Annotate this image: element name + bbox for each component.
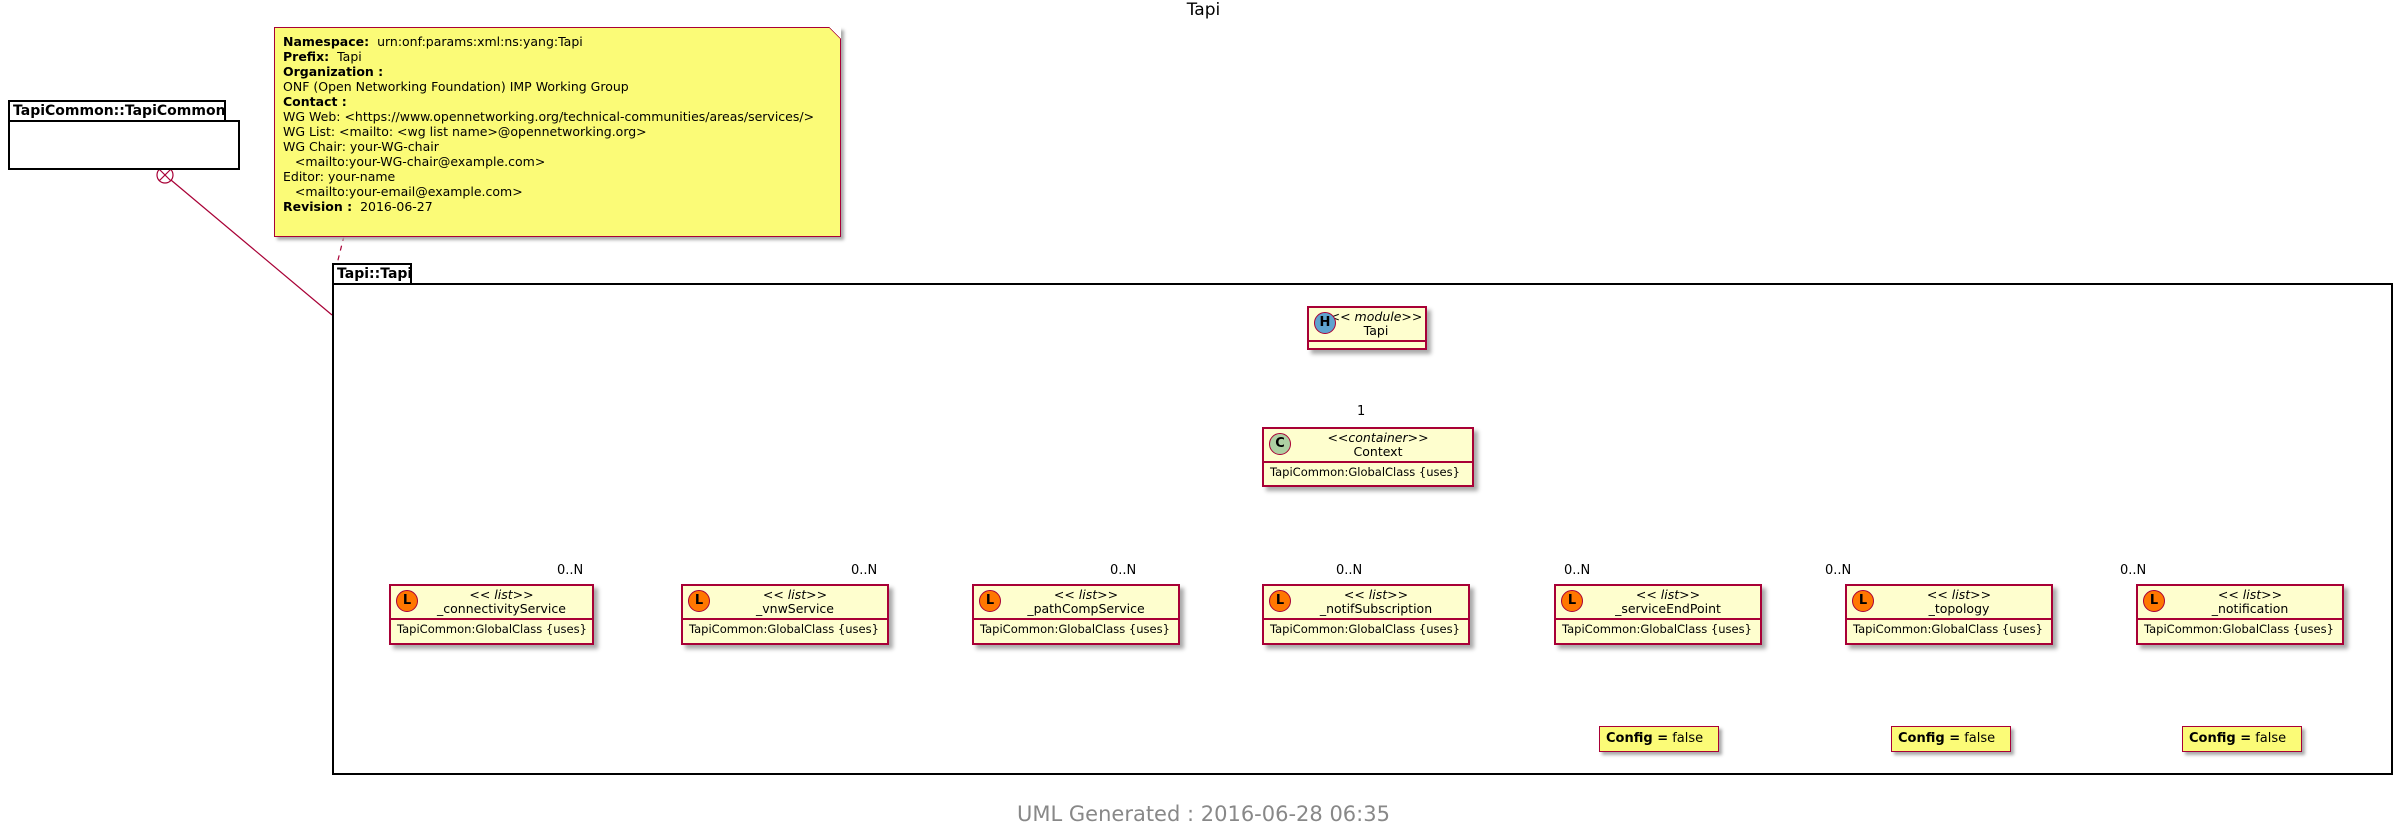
class-name: _serviceEndPoint — [1615, 601, 1721, 616]
class-stereotype: << list>> — [1053, 587, 1119, 602]
config-note: Config = false — [1891, 726, 2011, 752]
package-tab-tapi: Tapi::Tapi — [332, 263, 412, 285]
class-header: L << list>> _topology — [1847, 586, 2051, 618]
class-header: H << module>> Tapi — [1309, 308, 1425, 340]
multiplicity-label: 0..N — [851, 563, 878, 578]
namespace-value: urn:onf:params:xml:ns:yang:Tapi — [377, 34, 583, 49]
multiplicity-label: 0..N — [557, 563, 584, 578]
multiplicity-label: 0..N — [1336, 563, 1363, 578]
class-list-path-comp-service[interactable]: L << list>> _pathCompService TapiCommon:… — [972, 584, 1180, 645]
class-list-notif-subscription[interactable]: L << list>> _notifSubscription TapiCommo… — [1262, 584, 1470, 645]
list-l-icon: L — [688, 590, 710, 612]
containment-line — [164, 174, 333, 316]
contact-line: WG Web: <https://www.opennetworking.org/… — [283, 109, 815, 124]
class-header: L << list>> _notifSubscription — [1264, 586, 1468, 618]
organization-value: ONF (Open Networking Foundation) IMP Wor… — [283, 79, 629, 94]
multiplicity-label: 0..N — [2120, 563, 2147, 578]
contact-line: WG Chair: your-WG-chair — [283, 139, 439, 154]
class-attribute: TapiCommon:GlobalClass {uses} — [1264, 618, 1468, 638]
contact-line: <mailto:your-WG-chair@example.com> — [283, 154, 546, 169]
config-value: false — [2255, 731, 2287, 746]
prefix-label: Prefix: — [283, 49, 330, 64]
module-note: Namespace: urn:onf:params:xml:ns:yang:Ta… — [274, 27, 841, 237]
list-l-icon: L — [1561, 590, 1583, 612]
package-tab-tapicommon: TapiCommon::TapiCommon — [8, 100, 226, 122]
class-stereotype: << list>> — [2217, 587, 2283, 602]
class-header: L << list>> _pathCompService — [974, 586, 1178, 618]
prefix-value: Tapi — [337, 49, 362, 64]
config-note: Config = false — [1599, 726, 1719, 752]
multiplicity-label: 0..N — [1564, 563, 1591, 578]
class-header: L << list>> _vnwService — [683, 586, 887, 618]
config-note: Config = false — [2182, 726, 2302, 752]
class-divider — [1309, 340, 1425, 349]
contact-line: <mailto:your-email@example.com> — [283, 184, 523, 199]
package-tapi[interactable] — [332, 283, 2393, 775]
config-label: Config = — [1606, 731, 1669, 746]
class-stereotype: << list>> — [1635, 587, 1701, 602]
revision-value: 2016-06-27 — [360, 199, 433, 214]
contact-line: WG List: <mailto: <wg list name>@opennet… — [283, 124, 647, 139]
class-list-service-end-point[interactable]: L << list>> _serviceEndPoint TapiCommon:… — [1554, 584, 1762, 645]
list-l-icon: L — [2143, 590, 2165, 612]
class-attribute: TapiCommon:GlobalClass {uses} — [1264, 461, 1472, 481]
multiplicity-label: 0..N — [1825, 563, 1852, 578]
class-attribute: TapiCommon:GlobalClass {uses} — [974, 618, 1178, 638]
class-header: L << list>> _serviceEndPoint — [1556, 586, 1760, 618]
config-value: false — [1672, 731, 1704, 746]
note-fold — [829, 27, 841, 39]
class-name: _connectivityService — [437, 601, 566, 616]
list-l-icon: L — [1269, 590, 1291, 612]
class-stereotype: << list>> — [1343, 587, 1409, 602]
config-label: Config = — [2189, 731, 2252, 746]
containment-circle — [156, 166, 174, 184]
class-stereotype: <<container>> — [1327, 430, 1429, 445]
class-name: Tapi — [1363, 323, 1389, 338]
namespace-label: Namespace: — [283, 34, 370, 49]
container-c-icon: C — [1269, 433, 1291, 455]
class-name: _vnwService — [756, 601, 834, 616]
organization-label: Organization : — [283, 64, 384, 79]
class-name: _pathCompService — [1027, 601, 1145, 616]
generated-footer: UML Generated : 2016-06-28 06:35 — [1017, 802, 1390, 826]
class-name: _topology — [1928, 601, 1990, 616]
class-header: L << list>> _notification — [2138, 586, 2342, 618]
class-context[interactable]: C <<container>> Context TapiCommon:Globa… — [1262, 427, 1474, 487]
list-l-icon: L — [396, 590, 418, 612]
config-value: false — [1964, 731, 1996, 746]
package-tapicommon[interactable] — [8, 120, 240, 170]
class-list-connectivity-service[interactable]: L << list>> _connectivityService TapiCom… — [389, 584, 594, 645]
class-list-topology[interactable]: L << list>> _topology TapiCommon:GlobalC… — [1845, 584, 2053, 645]
multiplicity-context: 1 — [1357, 404, 1366, 419]
multiplicity-label: 0..N — [1110, 563, 1137, 578]
module-h-icon: H — [1314, 312, 1336, 334]
list-l-icon: L — [1852, 590, 1874, 612]
class-name: _notifSubscription — [1319, 601, 1433, 616]
class-attribute: TapiCommon:GlobalClass {uses} — [683, 618, 887, 638]
class-stereotype: << list>> — [1926, 587, 1992, 602]
class-name: _notification — [2211, 601, 2289, 616]
class-list-notification[interactable]: L << list>> _notification TapiCommon:Glo… — [2136, 584, 2344, 645]
class-name: Context — [1353, 444, 1403, 459]
class-stereotype: << list>> — [762, 587, 828, 602]
config-label: Config = — [1898, 731, 1961, 746]
diagram-title: Tapi — [1186, 0, 1221, 20]
class-header: C <<container>> Context — [1264, 429, 1472, 461]
list-l-icon: L — [979, 590, 1001, 612]
class-attribute: TapiCommon:GlobalClass {uses} — [1847, 618, 2051, 638]
contact-line: Editor: your-name — [283, 169, 396, 184]
class-tapi-module[interactable]: H << module>> Tapi — [1307, 306, 1427, 350]
class-attribute: TapiCommon:GlobalClass {uses} — [2138, 618, 2342, 638]
class-stereotype: << module>> — [1329, 309, 1423, 324]
class-attribute: TapiCommon:GlobalClass {uses} — [1556, 618, 1760, 638]
class-attribute: TapiCommon:GlobalClass {uses} — [391, 618, 592, 638]
revision-label: Revision : — [283, 199, 353, 214]
contact-label: Contact : — [283, 94, 347, 109]
class-header: L << list>> _connectivityService — [391, 586, 592, 618]
class-list-vnw-service[interactable]: L << list>> _vnwService TapiCommon:Globa… — [681, 584, 889, 645]
class-stereotype: << list>> — [469, 587, 534, 602]
